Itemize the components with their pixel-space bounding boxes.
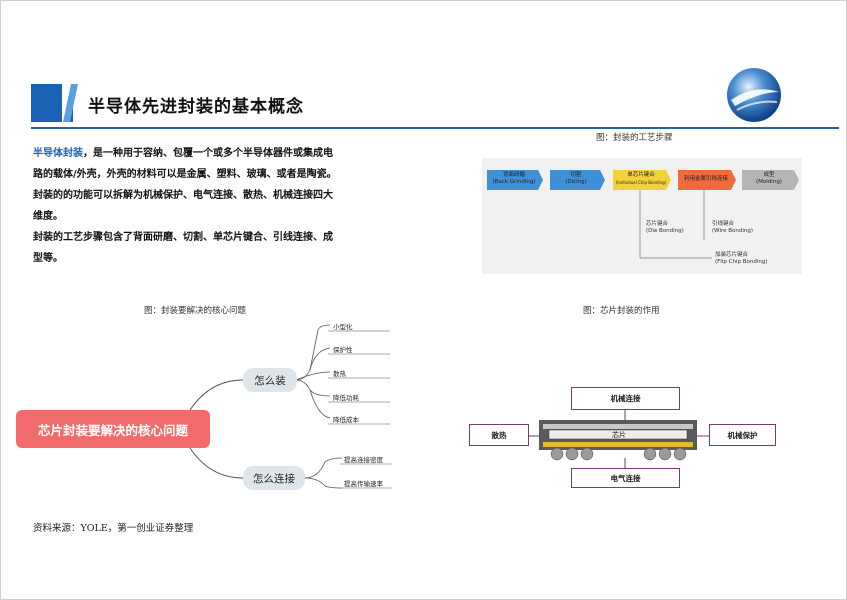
intro-line-2: 路的载体/外壳，外壳的材料可以是金属、塑料、玻璃、或者是陶瓷。 [33, 169, 337, 180]
process-arrows [487, 170, 799, 259]
step-chip-bonding: 单芯片键合(Individual Chip Bonding) [615, 172, 667, 185]
mindmap-leaf: 小型化 [333, 323, 353, 331]
mindmap-caption: 图：封装要解决的核心问题 [144, 306, 247, 316]
sub-wire-bonding: 引线键合(Wire Bonding) [712, 221, 754, 234]
step-wire-connection: 利用金属引线连接 [683, 176, 728, 182]
process-caption: 图：封装的工艺步骤 [596, 133, 673, 143]
mindmap-root: 芯片封装要解决的核心问题 [16, 410, 210, 448]
mindmap-leaf: 降低成本 [333, 416, 359, 424]
mindmap-leaf: 保护性 [333, 346, 353, 354]
step-chip-bonding-arrow [613, 170, 671, 190]
step-back-grinding: 背面研磨(Back Grinding) [492, 172, 536, 185]
intro-highlight: 半导体封装 [33, 148, 83, 159]
mindmap-leaf: 提高传输速率 [344, 480, 383, 488]
sub-die-bonding: 芯片键合(Die Bonding) [646, 221, 684, 234]
package-chip-label: 芯片 [612, 431, 626, 439]
step-back-grinding-arrow [487, 170, 543, 190]
page-title: 半导体先进封装的基本概念 [88, 97, 304, 117]
intro-line-5: 封装的工艺步骤包含了背面研磨、切割、单芯片键合、引线连接、成 [33, 232, 333, 243]
step-dicing-arrow [550, 170, 605, 190]
package-label-bottom: 电气连接 [571, 468, 680, 488]
intro-line-1: 半导体封装，是一种用于容纳、包覆一个或多个半导体器件或集成电 [33, 148, 333, 159]
mindmap-leaf: 散热 [333, 370, 346, 378]
step-dicing: 切割(Dicing) [565, 172, 587, 185]
mindmap-leaf: 降低功耗 [333, 394, 359, 402]
banner-slant [62, 84, 78, 122]
sub-flip-chip-bonding: 加装芯片键合(Flip Chip Bonding) [715, 252, 768, 265]
step-wire-arrow [678, 170, 736, 190]
step-molding-arrow [742, 170, 799, 190]
package-label-right: 机械保护 [709, 424, 776, 446]
process-diagram: 背面研磨(Back Grinding) 切割(Dicing) 单芯片键合(Ind… [482, 158, 802, 274]
source-note: 资料来源：YOLE，第一创业证券整理 [33, 523, 194, 534]
package-caption: 图：芯片封装的作用 [583, 306, 660, 316]
package-label-left: 散热 [469, 424, 529, 446]
step-molding: 成型(Molding) [756, 172, 782, 185]
intro-line-4: 维度。 [33, 211, 63, 222]
intro-paragraph: 半导体封装，是一种用于容纳、包覆一个或多个半导体器件或集成电 路的载体/外壳，外… [33, 143, 395, 269]
mindmap-branch-connect: 怎么连接 [243, 466, 305, 490]
package-diagram [529, 410, 709, 468]
title-rule [31, 127, 839, 129]
intro-line-3: 封装的的功能可以拆解为机械保护、电气连接、散热、机械连接四大 [33, 190, 333, 201]
globe-logo-icon [727, 68, 781, 122]
mindmap-connectors [189, 324, 392, 489]
mindmap-leaf: 提高连接密度 [344, 456, 383, 464]
package-label-top: 机械连接 [571, 387, 680, 410]
mindmap-branch-install: 怎么装 [243, 368, 297, 392]
intro-line-6: 型等。 [33, 253, 63, 264]
